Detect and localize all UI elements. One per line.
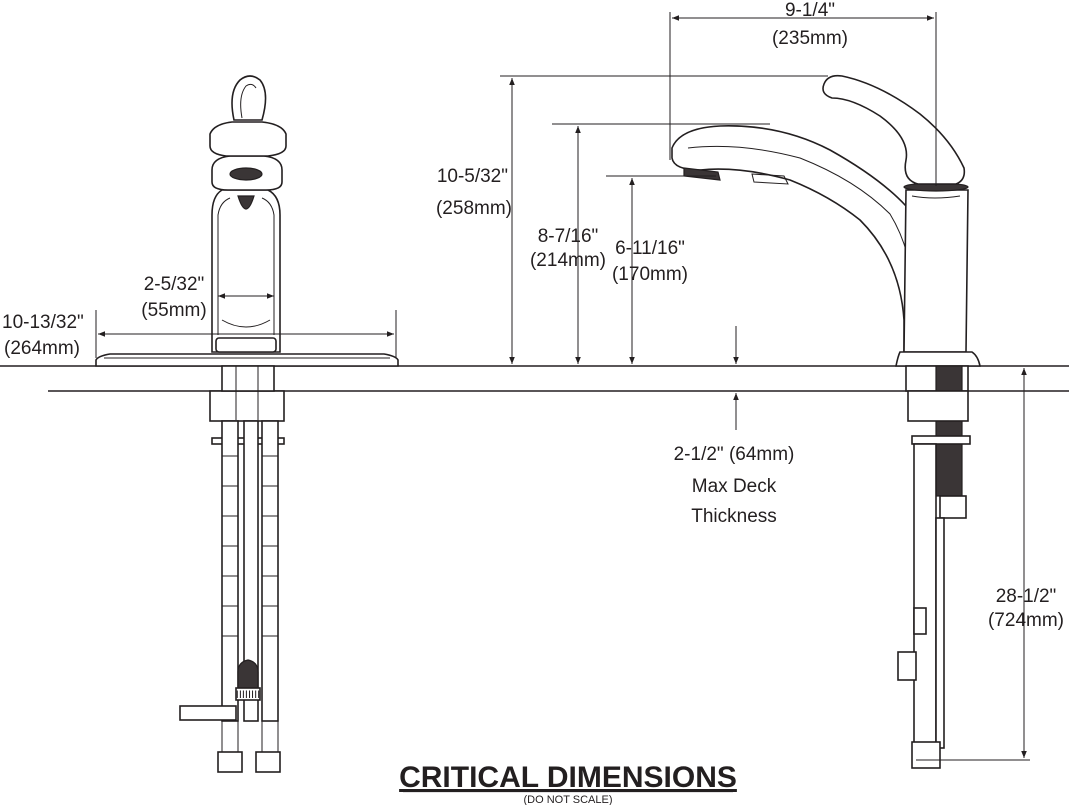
spray-nozzle xyxy=(683,167,721,181)
label-body-width-imperial: 2-5/32" xyxy=(144,274,205,295)
hose-label-tag xyxy=(235,687,261,701)
side-supply-hose xyxy=(913,443,937,745)
mounting-nut xyxy=(209,390,285,422)
label-spout-clearance-metric: (170mm) xyxy=(612,264,688,285)
label-overall-height-metric: (258mm) xyxy=(436,198,512,219)
footer: CRITICAL DIMENSIONS (DO NOT SCALE) xyxy=(399,761,737,805)
side-weight xyxy=(897,651,917,681)
spout xyxy=(671,125,935,365)
lever-handle xyxy=(231,75,267,121)
handle-cap xyxy=(209,121,287,157)
label-below-deck-metric: (724mm) xyxy=(988,610,1064,631)
label-overall-height-imperial: 10-5/32" xyxy=(437,166,508,187)
hose-connector xyxy=(939,495,967,519)
escutcheon-plate xyxy=(95,353,399,367)
label-below-deck-imperial: 28-1/2" xyxy=(996,586,1057,607)
hose-label-text: IIIIIIII xyxy=(236,689,260,701)
label-escutcheon-width-imperial: 10-13/32" xyxy=(2,312,84,333)
faucet-front-view: IIIIIIII xyxy=(95,75,399,773)
supply-hose-center xyxy=(243,420,259,722)
hose-weight xyxy=(179,705,237,721)
label-escutcheon-width-metric: (264mm) xyxy=(4,338,80,359)
base-collar xyxy=(215,337,277,353)
left-fitting xyxy=(217,751,243,773)
dimension-lines xyxy=(95,12,1027,758)
side-spray-hose xyxy=(935,517,945,749)
side-faucet-body xyxy=(903,189,969,353)
label-width-top-metric: (235mm) xyxy=(772,28,848,49)
side-mounting-nut xyxy=(907,390,969,422)
label-deck-thickness-line2: Max Deck xyxy=(692,476,777,497)
label-deck-thickness-line1: 2-1/2" (64mm) xyxy=(674,444,795,465)
supply-hose-right xyxy=(261,420,279,722)
side-fitting xyxy=(911,741,941,769)
scale-note: (DO NOT SCALE) xyxy=(523,794,612,805)
drawing-title: CRITICAL DIMENSIONS xyxy=(399,761,737,794)
side-clip xyxy=(913,607,927,635)
side-escutcheon xyxy=(895,351,981,367)
spray-face xyxy=(229,167,263,181)
dimension-labels: 9-1/4" (235mm) 10-5/32" (258mm) 8-7/16" … xyxy=(2,0,1064,631)
side-washer xyxy=(911,435,971,445)
label-spout-height-imperial: 8-7/16" xyxy=(538,226,599,247)
label-spout-height-metric: (214mm) xyxy=(530,250,606,271)
supply-hose-left xyxy=(221,420,239,722)
faucet-body xyxy=(211,189,281,353)
threaded-shank xyxy=(935,365,963,497)
label-body-width-metric: (55mm) xyxy=(141,300,206,321)
spray-button xyxy=(751,173,789,185)
quick-connect xyxy=(237,659,259,691)
label-deck-thickness-line3: Thickness xyxy=(691,506,777,527)
handle-stem xyxy=(237,195,255,210)
supply-lines xyxy=(221,420,279,722)
label-spout-clearance-imperial: 6-11/16" xyxy=(615,238,685,259)
faucet-side-view xyxy=(671,74,1030,769)
right-fitting xyxy=(255,751,281,773)
shank xyxy=(221,365,275,392)
label-width-top-imperial: 9-1/4" xyxy=(785,0,835,21)
side-lever-handle xyxy=(822,74,966,185)
